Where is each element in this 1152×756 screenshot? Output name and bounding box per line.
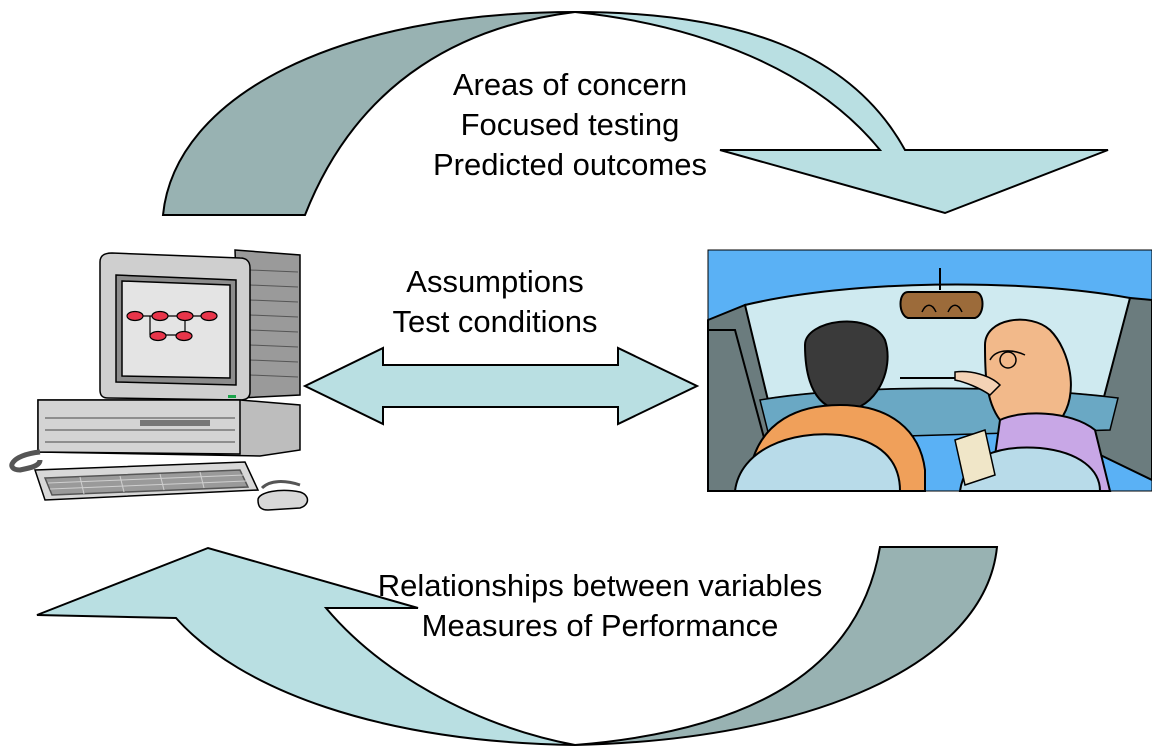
top-curved-arrow: [161, 11, 1109, 216]
bottom-arrow-back-band: [36, 546, 576, 746]
computer-clipart-icon: [9, 249, 309, 511]
top-arrow-front-band: [574, 11, 1109, 215]
car-interior-clipart-icon: [707, 249, 1152, 492]
top-arrow-back-band: [161, 11, 576, 216]
bottom-flow-label-relationships: Relationships between variables: [377, 568, 823, 603]
bottom-curved-arrow: [36, 546, 999, 746]
top-flow-label-focused-testing: Focused testing: [460, 107, 680, 142]
middle-flow-label-assumptions: Assumptions: [406, 264, 584, 299]
bottom-flow-label-measures-of-performance: Measures of Performance: [421, 608, 779, 643]
bottom-arrow-front-band: [574, 546, 999, 746]
middle-flow-label-test-conditions: Test conditions: [392, 304, 598, 339]
double-arrow: [302, 346, 700, 426]
top-flow-label-areas-of-concern: Areas of concern: [452, 67, 688, 102]
top-flow-label-predicted-outcomes: Predicted outcomes: [433, 147, 707, 182]
